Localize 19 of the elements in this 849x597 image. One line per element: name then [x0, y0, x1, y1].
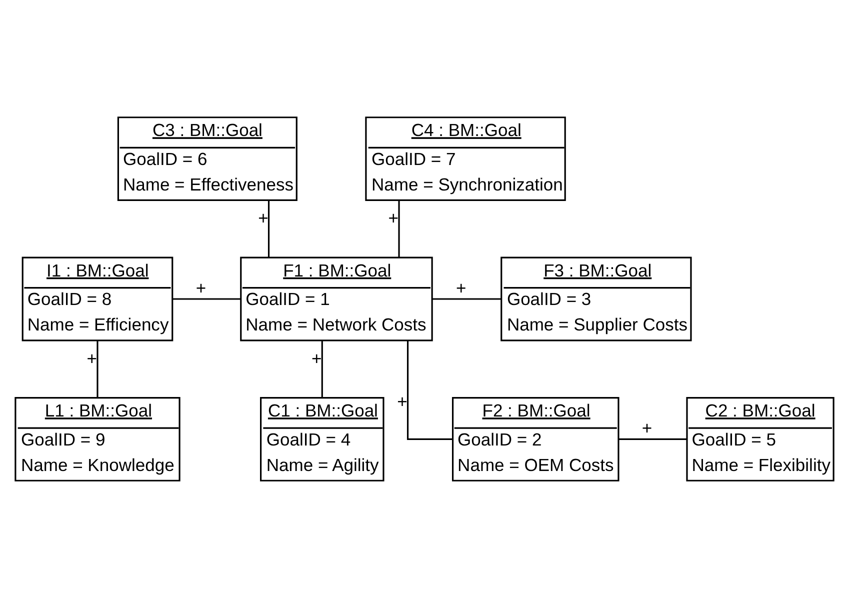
connector: [618, 438, 686, 440]
edge-label: +: [86, 348, 98, 368]
edge-label: +: [397, 390, 408, 411]
edge-label: +: [258, 208, 268, 228]
connector: [172, 298, 241, 300]
node-box: I1 : BM::Goal GoalID = 8 Name = Efficiency: [22, 256, 174, 341]
connector: [268, 200, 270, 257]
edge-label: +: [311, 348, 322, 368]
edge-label: +: [388, 208, 399, 228]
connector: [432, 298, 502, 300]
node-box: C2 : BM::Goal GoalID = 5 Name = Flexibility: [686, 396, 834, 481]
connector: [96, 340, 98, 398]
connector: [406, 340, 452, 440]
edge-label: +: [642, 418, 652, 438]
node-box: F2 : BM::Goal GoalID = 2 Name = OEM Costs: [452, 396, 620, 481]
edge-label: +: [196, 277, 206, 298]
connector: [398, 200, 400, 257]
connector: [321, 340, 323, 398]
edge-label: +: [456, 277, 466, 298]
